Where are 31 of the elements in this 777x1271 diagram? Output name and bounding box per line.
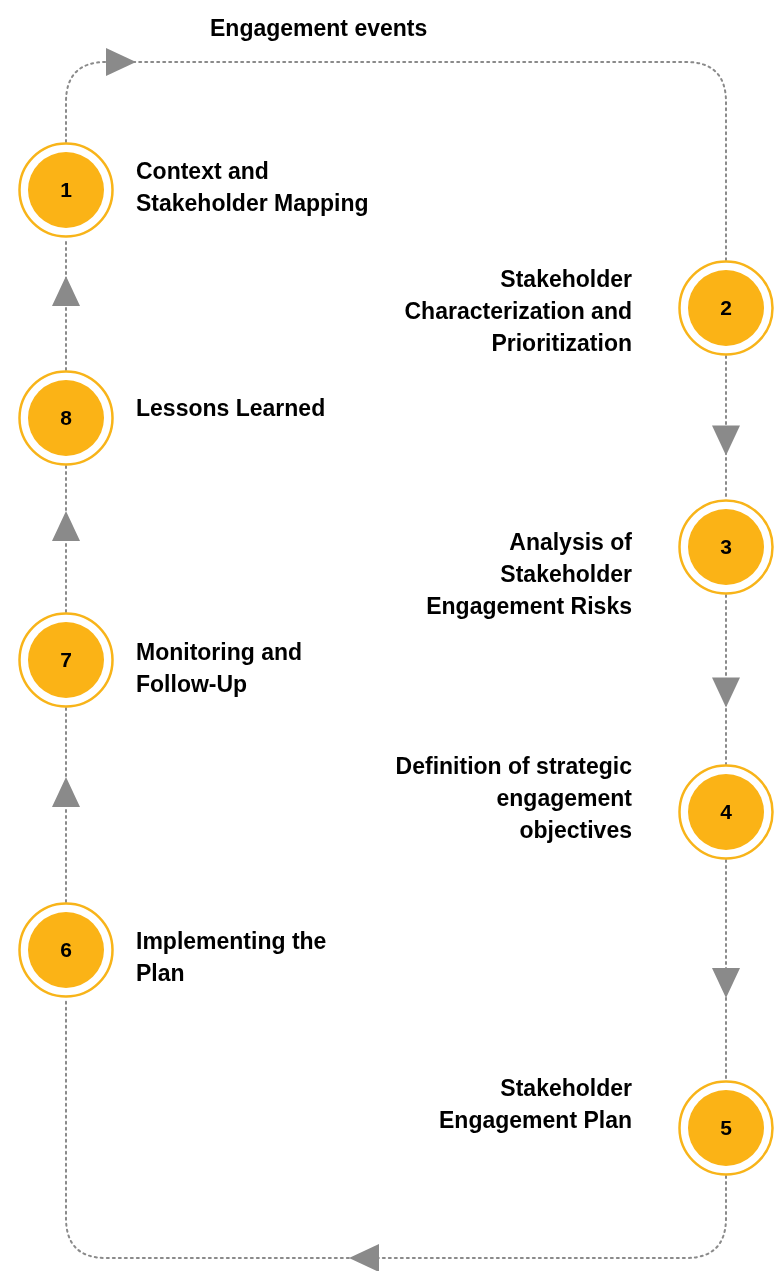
dotted-arrow (712, 594, 740, 765)
step-label: Analysis of Stakeholder Engagement Risks (425, 528, 632, 621)
step-number: 6 (59, 937, 73, 963)
step-label: Definition of strategic engagement objectives (394, 752, 632, 845)
step-number: 8 (59, 405, 73, 431)
step-label: Context and Stakeholder Mapping (136, 157, 370, 218)
dotted-arrow (52, 465, 80, 613)
step-number: 5 (719, 1115, 733, 1141)
dotted-arrow (712, 355, 740, 500)
step-circle (18, 612, 114, 708)
step-number: 7 (59, 647, 73, 673)
step-circle (678, 1080, 774, 1176)
step-circle (18, 142, 114, 238)
step-circle (678, 499, 774, 595)
step-label: Lessons Learned (136, 394, 327, 423)
dotted-arrow (52, 707, 80, 903)
step-number: 3 (719, 534, 733, 560)
step-circle (18, 902, 114, 998)
step-label: Implementing the Plan (136, 927, 328, 988)
step-label: Stakeholder Characterization and Prioritization (403, 265, 632, 358)
title: Engagement events (210, 14, 428, 43)
step-number: 1 (59, 177, 73, 203)
step-number: 2 (719, 295, 733, 321)
dotted-arrow (65, 48, 727, 261)
step-label: Stakeholder Engagement Plan (438, 1074, 632, 1135)
step-circle (678, 764, 774, 860)
step-circle (18, 370, 114, 466)
step-label: Monitoring and Follow-Up (136, 638, 304, 699)
step-number: 4 (719, 799, 733, 825)
step-circle (678, 260, 774, 356)
dotted-arrow (712, 859, 740, 1081)
